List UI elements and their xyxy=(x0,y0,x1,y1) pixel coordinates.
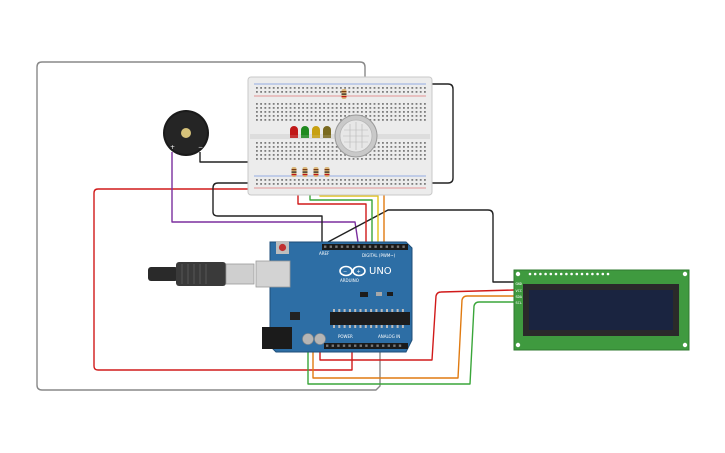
led[interactable] xyxy=(301,126,309,138)
svg-text:−: − xyxy=(343,269,347,275)
led[interactable] xyxy=(323,126,331,138)
led[interactable] xyxy=(312,126,320,138)
arduino-analog-label: ANALOG IN xyxy=(378,334,400,339)
wire-orange-lcd-sda[interactable] xyxy=(312,295,514,379)
arduino-uno[interactable]: − + UNO ARDUINO DIGITAL (PWM~) AREF POWE… xyxy=(255,241,413,353)
arduino-logo: − + xyxy=(339,265,366,277)
atmega-chip xyxy=(330,312,410,325)
resistors xyxy=(291,89,347,177)
led[interactable] xyxy=(290,126,298,138)
lcd-pin-gnd: GND xyxy=(516,282,522,286)
svg-text:+: + xyxy=(357,269,361,275)
lcd-pin-vcc: VCC xyxy=(516,289,522,293)
header-pins xyxy=(324,245,405,347)
lcd-pin-sda: SDA xyxy=(516,295,523,299)
gas-sensor[interactable] xyxy=(334,114,378,158)
wire-purple-buzzer[interactable] xyxy=(171,152,359,243)
wire-red-lcd-vcc[interactable] xyxy=(319,289,515,361)
arduino-usb-port[interactable] xyxy=(255,260,291,288)
wire-black-rail-right[interactable] xyxy=(414,83,454,184)
lcd-pin-scl: SCL xyxy=(516,301,522,305)
wire-black-gnd[interactable] xyxy=(212,182,323,242)
arduino-power-jack[interactable] xyxy=(262,327,292,349)
arduino-power-label: POWER xyxy=(338,334,353,339)
piezo-buzzer[interactable]: + − xyxy=(163,110,209,156)
lcd-screen xyxy=(529,290,673,330)
led-group xyxy=(290,126,331,138)
resistor-top xyxy=(341,89,347,99)
wire-red-power[interactable] xyxy=(93,188,353,371)
wire-green-lcd-scl[interactable] xyxy=(307,300,514,385)
arduino-brand-label: ARDUINO xyxy=(340,278,359,283)
buzzer-plus-label: + xyxy=(170,144,175,151)
arduino-digital-label: DIGITAL (PWM~) xyxy=(362,253,396,258)
usb-cable[interactable] xyxy=(148,262,255,286)
arduino-model-label: UNO xyxy=(369,266,392,277)
arduino-aref-label: AREF xyxy=(319,251,330,256)
buzzer-minus-label: − xyxy=(198,144,203,151)
lcd-i2c[interactable]: GND VCC SDA SCL xyxy=(513,269,690,351)
wire-black-lcd-gnd[interactable] xyxy=(327,209,514,283)
wire-gray-loop[interactable] xyxy=(36,61,381,391)
